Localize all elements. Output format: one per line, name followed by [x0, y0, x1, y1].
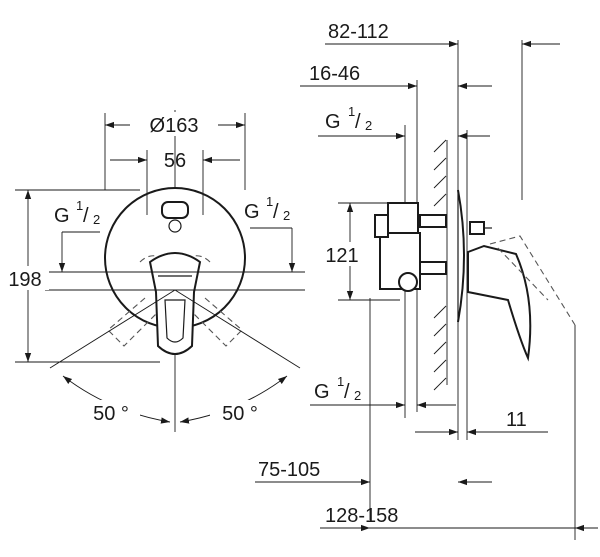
front-view: Ø163 56 198 G 1 / 2 G 1 / 2 [3, 110, 305, 432]
dim-handle-label: 11 [506, 409, 527, 431]
angle-left-label: 50 ° [93, 403, 129, 425]
diverter-knob [469, 221, 485, 235]
angle-right-label: 50 ° [222, 403, 258, 425]
side-view: 82-112 16-46 G 1 / 2 121 G 1 / 2 [255, 21, 598, 540]
svg-text:/: / [344, 381, 350, 403]
svg-text:1: 1 [76, 198, 83, 213]
handle-ghost-left [107, 297, 163, 347]
handle-side-ghost-inner [497, 247, 549, 301]
dim-outer-label: 82-112 [328, 21, 389, 43]
svg-text:G: G [54, 205, 70, 227]
dim-height-label: 198 [8, 269, 41, 291]
svg-text:2: 2 [283, 208, 290, 223]
valve-stem-top [419, 214, 447, 228]
svg-text:G: G [314, 381, 330, 403]
valve-nut-left [374, 214, 389, 238]
lever-inner [164, 299, 186, 343]
svg-text:2: 2 [93, 212, 100, 227]
handle-side [467, 244, 532, 362]
port-label-bottom: G 1 / 2 [314, 374, 361, 403]
plug-cap [161, 201, 189, 219]
angle-ray-right [174, 289, 301, 369]
svg-text:2: 2 [365, 118, 372, 133]
lever-handle [148, 252, 202, 355]
valve-body-top [387, 202, 419, 234]
svg-text:1: 1 [348, 104, 355, 119]
port-label-top: G 1 / 2 [325, 104, 372, 133]
dim-diameter-label: Ø163 [150, 115, 199, 137]
port-label-right: G 1 / 2 [244, 194, 290, 223]
dim-depth-a-label: 75-105 [258, 459, 320, 481]
dim-depth-b-label: 128-158 [325, 505, 398, 527]
dim-mid-label: 16-46 [309, 63, 360, 85]
svg-text:/: / [355, 111, 361, 133]
svg-text:2: 2 [354, 388, 361, 403]
dim-body-label: 121 [325, 245, 358, 267]
port-label-left: G 1 / 2 [54, 198, 100, 227]
svg-text:/: / [273, 201, 279, 223]
svg-text:1: 1 [266, 194, 273, 209]
svg-text:G: G [325, 111, 341, 133]
svg-text:/: / [83, 205, 89, 227]
handle-ghost-right [187, 297, 243, 347]
cover-plate-side [457, 189, 465, 323]
svg-text:1: 1 [337, 374, 344, 389]
valve-stem-bottom [419, 261, 447, 275]
handle-side-ghost [489, 235, 576, 326]
svg-text:G: G [244, 201, 260, 223]
dim-center-label: 56 [164, 150, 186, 172]
valve-port-circle [398, 272, 418, 292]
angle-ray-left [49, 289, 176, 369]
screw-hole [168, 219, 182, 233]
